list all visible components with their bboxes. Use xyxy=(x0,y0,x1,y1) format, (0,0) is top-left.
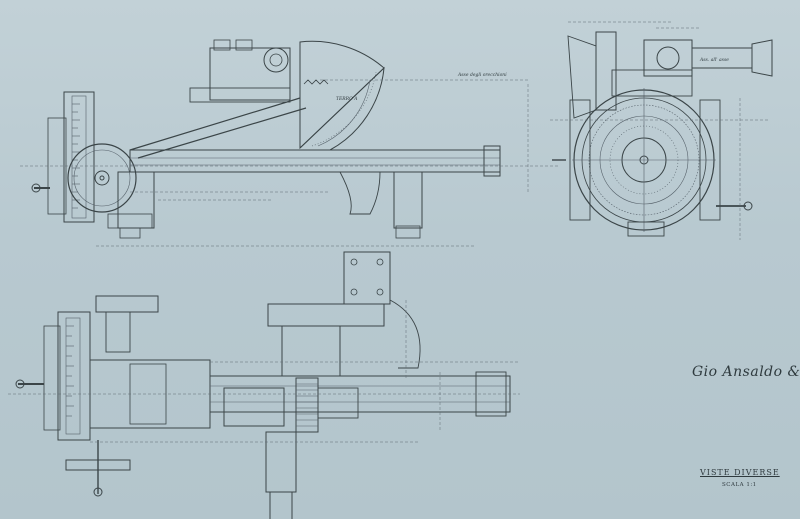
axis-label: Asse degli orecchioni xyxy=(458,73,507,78)
front-view xyxy=(550,21,773,240)
view-title: VISTE DIVERSE xyxy=(700,468,780,477)
pivot-label: TERRO A xyxy=(336,97,358,102)
plan-view xyxy=(8,251,520,519)
scale-label: SCALA 1:1 xyxy=(722,482,757,488)
eyepiece-label: Ass. all' asse xyxy=(700,58,729,63)
firm-name: Gio Ansaldo & C. xyxy=(692,364,800,380)
side-elevation-view xyxy=(20,39,560,247)
